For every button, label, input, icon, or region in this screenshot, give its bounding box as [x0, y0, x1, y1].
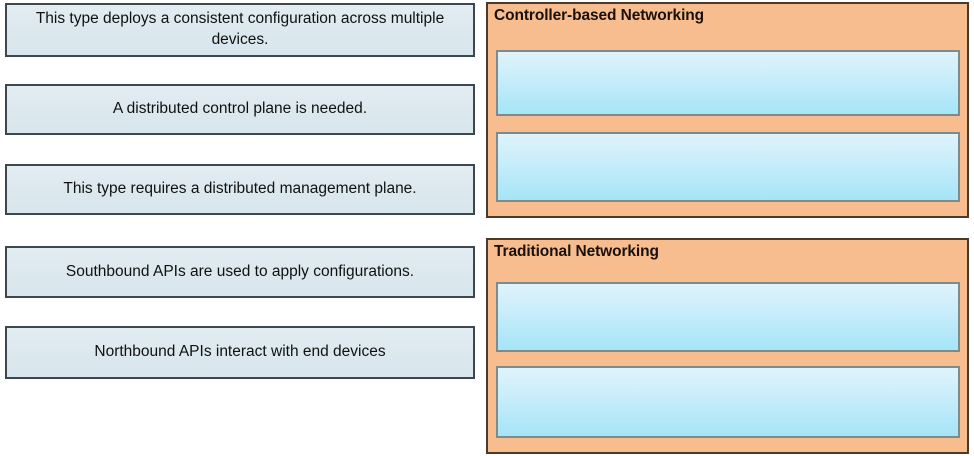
- drop-target-panel-controller-based-networking[interactable]: Controller-based Networking: [486, 2, 969, 218]
- draggable-statement-tile[interactable]: Northbound APIs interact with end device…: [5, 326, 475, 379]
- drop-target-panel-traditional-networking[interactable]: Traditional Networking: [486, 238, 969, 454]
- drop-slot[interactable]: [496, 50, 960, 116]
- draggable-statement-tile[interactable]: Southbound APIs are used to apply config…: [5, 246, 475, 298]
- draggable-statement-tile[interactable]: This type deploys a consistent configura…: [5, 3, 475, 57]
- draggable-statement-tile[interactable]: This type requires a distributed managem…: [5, 164, 475, 215]
- draggable-statement-label: A distributed control plane is needed.: [112, 100, 368, 118]
- panel-title: Traditional Networking: [494, 243, 659, 260]
- draggable-statement-label: This type requires a distributed managem…: [63, 180, 417, 198]
- drop-slot[interactable]: [496, 132, 960, 202]
- drop-slot[interactable]: [496, 366, 960, 438]
- panel-title: Controller-based Networking: [494, 7, 705, 24]
- draggable-statement-label: Northbound APIs interact with end device…: [94, 343, 386, 361]
- draggable-statement-tile[interactable]: A distributed control plane is needed.: [5, 84, 475, 135]
- drop-slot[interactable]: [496, 282, 960, 352]
- draggable-statement-label: Southbound APIs are used to apply config…: [65, 262, 415, 280]
- draggable-statement-label: This type deploys a consistent configura…: [35, 10, 445, 48]
